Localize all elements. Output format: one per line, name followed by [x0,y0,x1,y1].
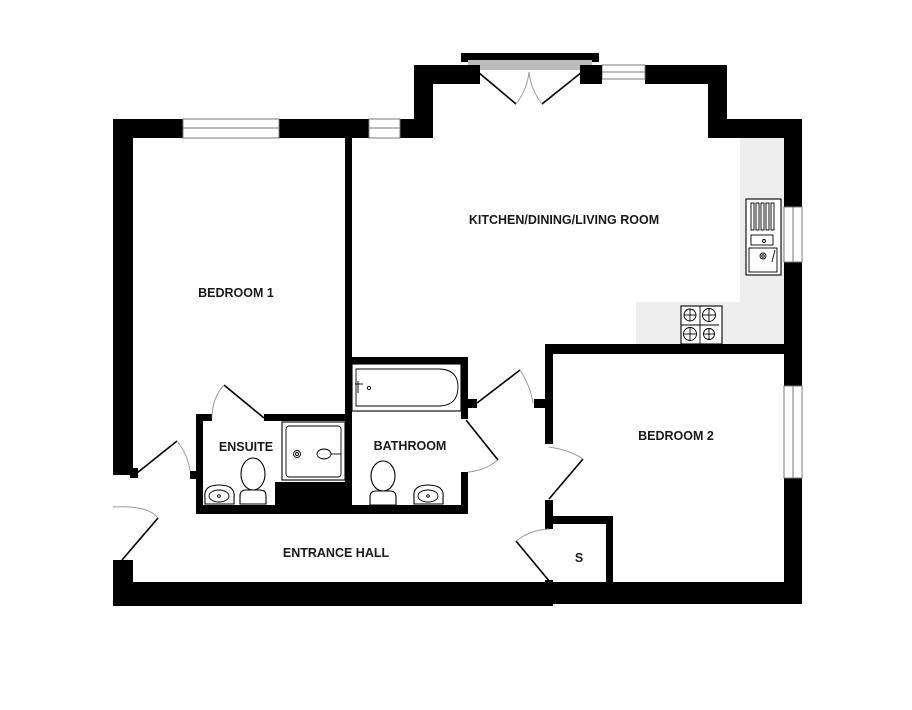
window-icon [783,385,803,479]
door-swing-icon [136,440,191,474]
window-icon [783,206,803,263]
room-label-ensuite: ENSUITE [219,440,273,454]
basin-icon [204,484,235,505]
door-swing-icon [548,446,584,500]
window-icon [601,64,646,80]
room-label-bedroom-1: BEDROOM 1 [198,286,274,300]
interior-walls [130,138,802,606]
door-swing-icon [112,506,159,561]
window-icon [368,118,401,139]
windows [182,64,803,479]
hob-icon [680,305,723,345]
window-icon [182,118,280,139]
doors [112,369,584,583]
sink-icon [745,198,782,276]
toilet-icon [369,460,397,506]
door-swing-icon [515,528,551,583]
room-label-entrance-hall: ENTRANCE HALL [283,546,390,560]
basin-icon [413,484,444,505]
room-label-bathroom: BATHROOM [374,439,447,453]
door-swing-icon [476,369,534,404]
shower-tray-icon [281,421,346,481]
door-swing-icon [465,419,499,473]
exterior-walls [113,53,802,606]
french-doors [461,60,602,105]
bath-icon [351,363,462,412]
toilet-icon [239,457,267,505]
door-swing-icon [211,384,265,419]
room-label-store: S [575,551,583,565]
room-label-kitchen-dining-living: KITCHEN/DINING/LIVING ROOM [469,213,659,227]
room-label-bedroom-2: BEDROOM 2 [638,429,714,443]
